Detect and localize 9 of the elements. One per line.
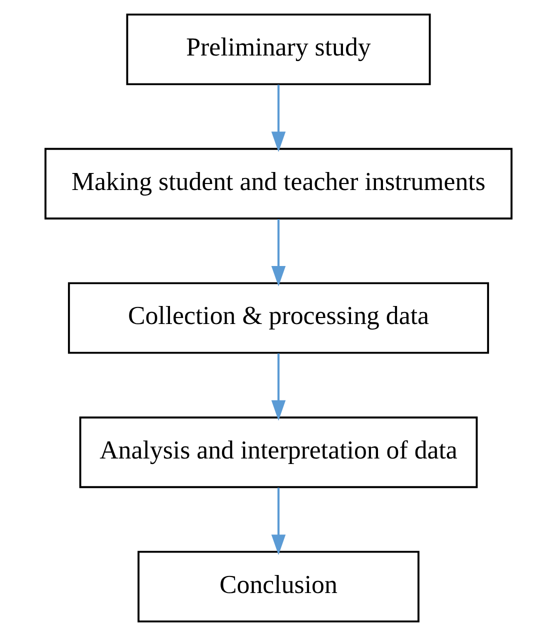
node-box: Collection & processing data	[68, 282, 490, 354]
node-box: Preliminary study	[126, 14, 431, 86]
arrow	[271, 219, 286, 286]
node-box: Conclusion	[138, 550, 420, 622]
node-box: Making student and teacher instruments	[44, 148, 512, 220]
arrow	[271, 353, 286, 421]
arrow	[271, 488, 286, 555]
arrow	[271, 84, 286, 152]
node-box: Analysis and interpretation of data	[79, 416, 478, 488]
